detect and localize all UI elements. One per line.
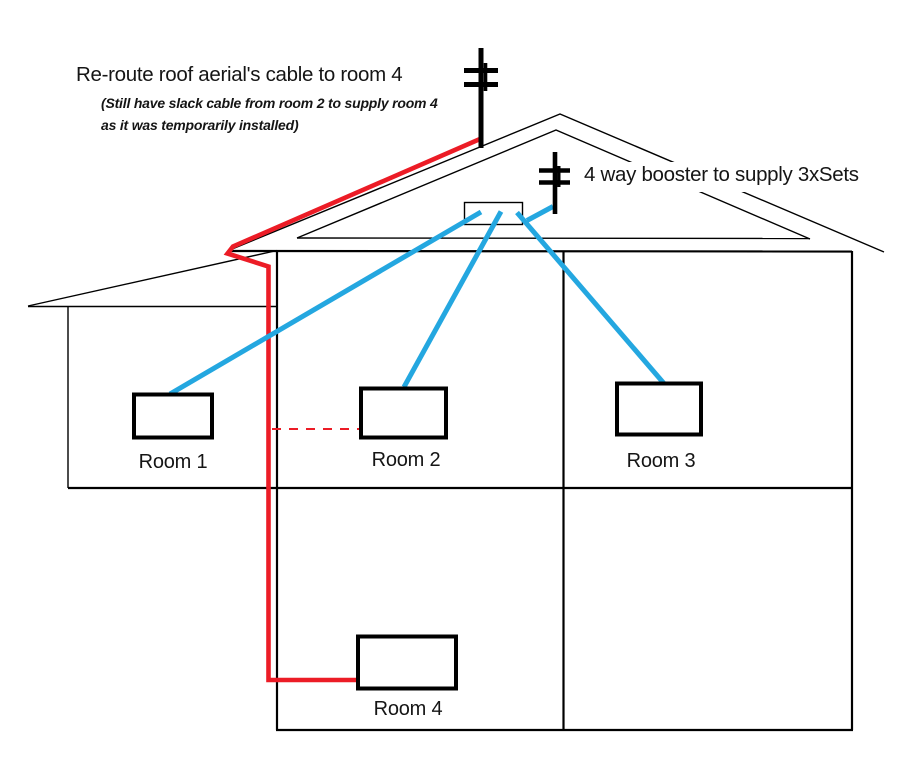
reroute-title: Re-route roof aerial's cable to room 4 [76,63,403,86]
reroute-note-line2: as it was temporarily installed) [101,117,299,133]
roof-inner-line [296,129,811,240]
room3-tv-box [615,381,703,437]
room4-tv-box [356,634,458,691]
booster-cables [168,204,666,397]
roof-outer-line [230,113,885,253]
room2-tv-box [359,386,448,440]
house-walls [68,249,854,732]
reroute-note-line1: (Still have slack cable from room 2 to s… [101,95,438,111]
main-aerial-icon [464,48,498,148]
blue-cable-room2 [401,210,504,389]
room4-label: Room 4 [373,698,443,720]
room1-tv-box [132,392,214,440]
room2-label: Room 2 [371,449,441,471]
annex-roof-line [27,249,278,307]
blue-cable-aerial-to-booster [525,204,555,223]
attic-floor-line [296,237,811,240]
booster-aerial-icon [539,152,570,214]
reroute-note: (Still have slack cable from room 2 to s… [101,92,438,136]
blue-cable-room1 [168,209,483,397]
tv-set-boxes [132,381,703,691]
room1-label: Room 1 [138,451,208,473]
red-aerial-cable-to-room4 [223,136,481,683]
blue-cable-room3 [515,210,666,386]
wall-top-line [230,249,853,253]
booster-label: 4 way booster to supply 3xSets [582,162,862,192]
room3-label: Room 3 [626,450,696,472]
house-outline [27,113,885,488]
